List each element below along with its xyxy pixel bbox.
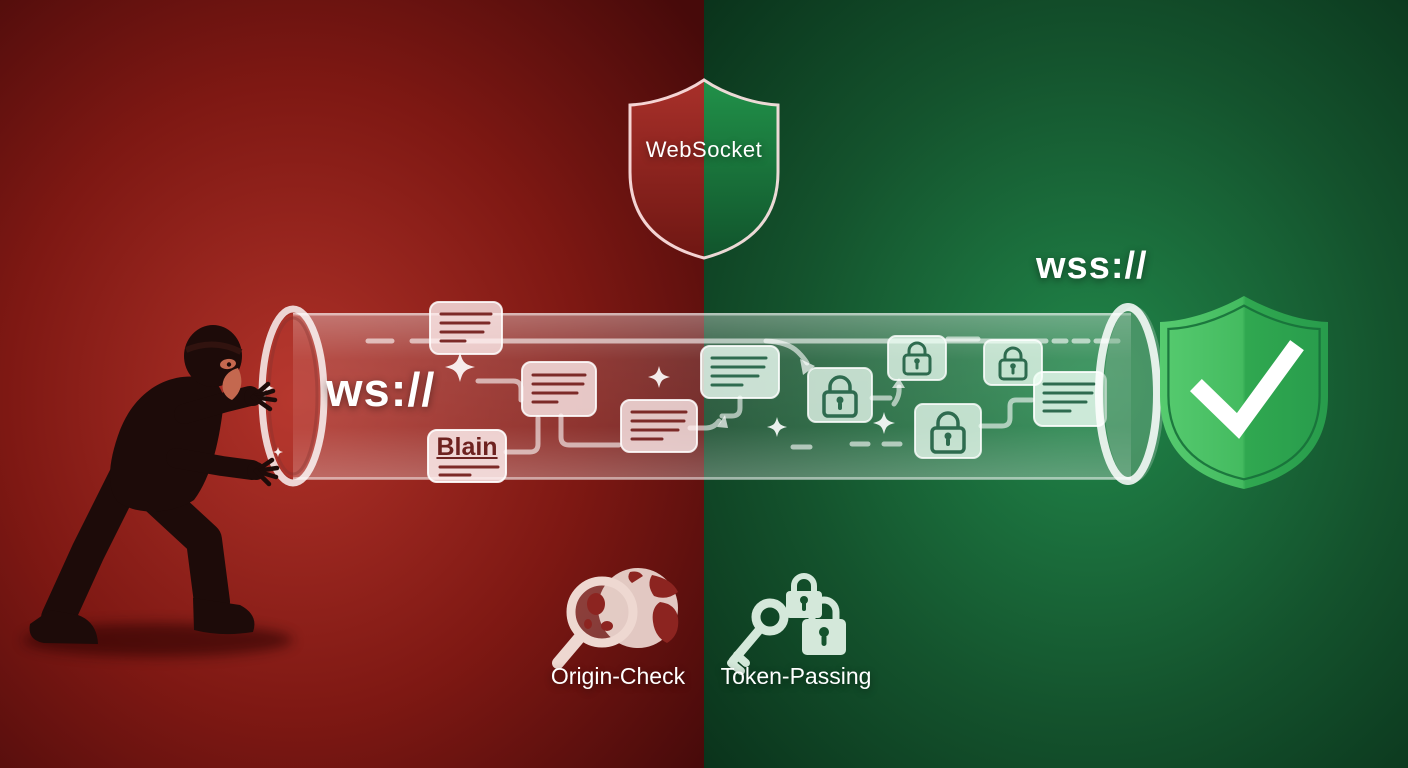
padlock-card	[807, 367, 873, 423]
plain-packet-card	[427, 429, 507, 483]
padlock-card	[914, 403, 982, 459]
message-card	[620, 399, 698, 453]
masked-thief-icon	[29, 325, 280, 644]
message-card-secure	[1033, 371, 1107, 427]
connector-arrowheads	[717, 359, 905, 428]
plain-packet-text: Blain	[436, 433, 498, 461]
token-passing-label: Token-Passing	[720, 663, 872, 689]
websocket-title: WebSocket	[645, 137, 763, 162]
pipe-right-opening	[1095, 303, 1164, 485]
secure-shield-icon	[1160, 296, 1328, 489]
origin-check-icon	[552, 568, 679, 669]
padlock-card	[887, 335, 947, 381]
insecure-protocol-label: ws://	[326, 363, 436, 416]
checkmark-icon	[1189, 340, 1304, 439]
origin-check-label: Origin-Check	[550, 663, 686, 689]
message-card	[429, 301, 503, 355]
padlock-card	[983, 339, 1043, 386]
message-card-secure	[700, 345, 780, 399]
websocket-shield-icon	[628, 78, 780, 260]
token-passing-icon	[727, 573, 846, 675]
pipe-left-opening	[258, 305, 328, 487]
secure-protocol-label: wss://	[1036, 245, 1148, 287]
message-card	[521, 361, 597, 417]
